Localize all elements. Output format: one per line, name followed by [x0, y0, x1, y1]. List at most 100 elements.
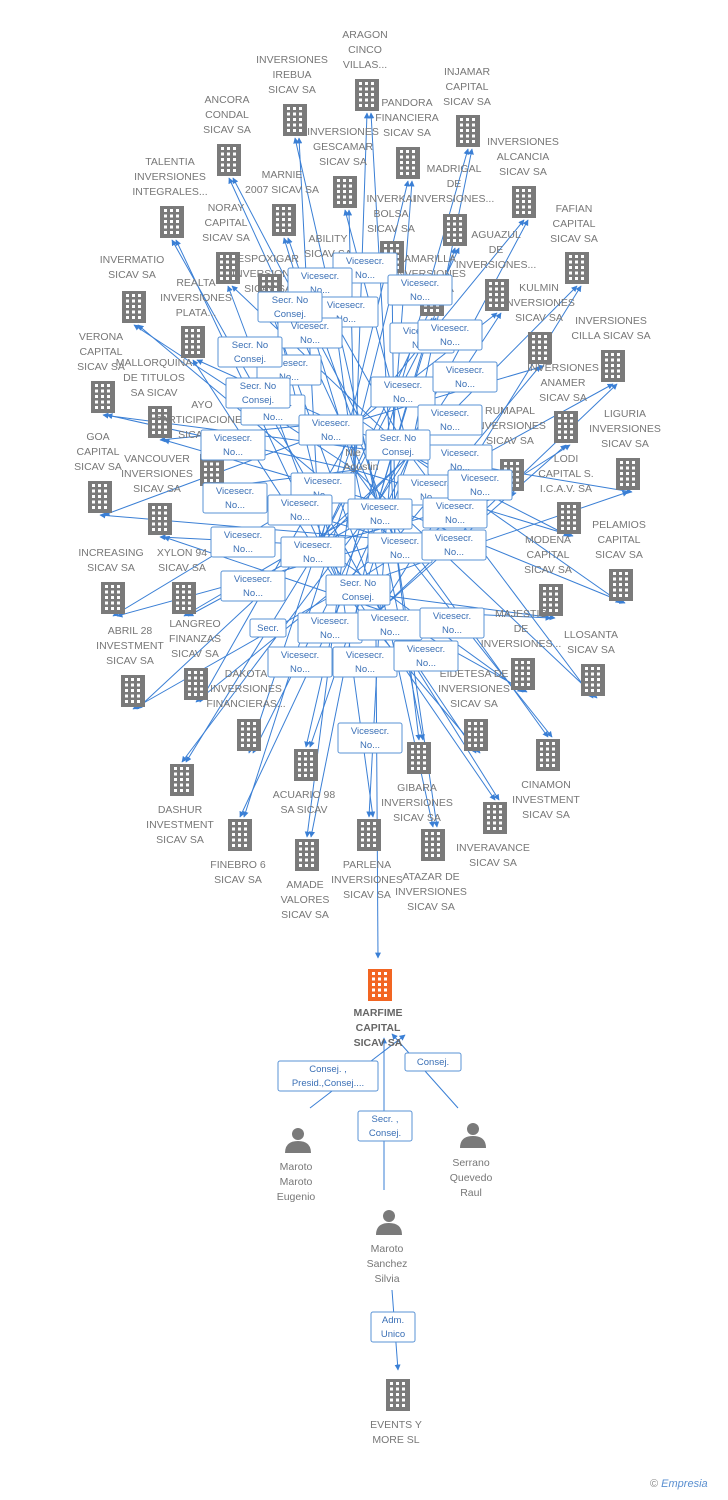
- building-icon[interactable]: [485, 279, 509, 311]
- edge-label-vicesecr[interactable]: Vicesecr.No...: [280, 536, 346, 568]
- building-icon[interactable]: [609, 569, 633, 601]
- edge-label-secr[interactable]: Secr.: [249, 618, 287, 638]
- building-icon[interactable]: [601, 350, 625, 382]
- building-icon[interactable]: [88, 481, 112, 513]
- building-icon[interactable]: [421, 829, 445, 861]
- focus-building-icon[interactable]: [368, 969, 392, 1001]
- building-icon[interactable]: [217, 144, 241, 176]
- label-line: SICAV SA: [214, 874, 262, 886]
- building-icon[interactable]: [539, 584, 563, 616]
- building-icon[interactable]: [565, 252, 589, 284]
- edge-label-vicesecr[interactable]: Vicesecr.No...: [417, 319, 483, 351]
- edge-label-vicesecr[interactable]: Vicesecr.No...: [347, 498, 413, 530]
- label-line: Quevedo: [450, 1172, 493, 1184]
- building-icon[interactable]: [511, 658, 535, 690]
- edge-label-vicesecr[interactable]: Vicesecr.No...: [332, 646, 398, 678]
- label-line: SICAV SA: [133, 483, 181, 495]
- label-line: SICAV SA: [522, 809, 570, 821]
- edge-label-vicesecr[interactable]: Vicesecr.No...: [267, 646, 333, 678]
- building-icon[interactable]: [528, 332, 552, 364]
- edge-label-vicesecr[interactable]: Vicesecr.No...: [422, 497, 488, 529]
- edge-label-vicesecr[interactable]: Vicesecr.No...: [202, 482, 268, 514]
- building-icon[interactable]: [294, 749, 318, 781]
- building-icon[interactable]: [396, 147, 420, 179]
- edge-label-vicesecr[interactable]: Vicesecr.No...: [419, 607, 485, 639]
- building-icon[interactable]: [464, 719, 488, 751]
- edge-label-vicesecr[interactable]: Vicesecr.No...: [387, 274, 453, 306]
- edge-label-text: No...: [223, 447, 243, 458]
- edge-label-text: Vicesecr.: [431, 408, 469, 419]
- building-icon[interactable]: [581, 664, 605, 696]
- edge-label-vicesecr[interactable]: Vicesecr.No...: [432, 361, 498, 393]
- edge-label-vicesecr[interactable]: Vicesecr.No...: [267, 494, 333, 526]
- edge-label-silvia-events-role[interactable]: Adm.Unico: [370, 1311, 416, 1343]
- edge-label-vicesecr[interactable]: Vicesecr.No...: [287, 267, 353, 299]
- building-icon[interactable]: [216, 252, 240, 284]
- edge-label-vicesecr[interactable]: Vicesecr.No...: [370, 376, 436, 408]
- edge-label-vicesecr[interactable]: Vicesecr.No...: [357, 609, 423, 641]
- edge-label-vicesecr[interactable]: Vicesecr.No...: [200, 429, 266, 461]
- building-icon[interactable]: [512, 186, 536, 218]
- hub-label-fragment-1: Nie: [345, 447, 361, 459]
- building-icon[interactable]: [148, 503, 172, 535]
- edge-label-vicesecr[interactable]: Vicesecr.No...: [393, 640, 459, 672]
- label-line: INVERSIONES: [438, 683, 510, 695]
- person-icon[interactable]: [285, 1128, 311, 1153]
- building-icon[interactable]: [355, 79, 379, 111]
- building-icon[interactable]: [456, 115, 480, 147]
- edge-label-vicesecr[interactable]: Vicesecr.No...: [297, 612, 363, 644]
- edge-label-vicesecr[interactable]: Vicesecr.No...: [210, 526, 276, 558]
- label-line: LODI: [554, 453, 579, 465]
- building-icon[interactable]: [407, 742, 431, 774]
- building-icon[interactable]: [170, 764, 194, 796]
- building-icon[interactable]: [333, 176, 357, 208]
- building-icon[interactable]: [283, 104, 307, 136]
- label-line: SICAV SA: [268, 84, 316, 96]
- edge-label-text: Vicesecr.: [371, 613, 409, 624]
- building-icon[interactable]: [228, 819, 252, 851]
- building-icon[interactable]: [386, 1379, 410, 1411]
- building-icon[interactable]: [181, 326, 205, 358]
- edge-label-vicesecr[interactable]: Vicesecr.No...: [220, 570, 286, 602]
- building-icon[interactable]: [554, 411, 578, 443]
- edge-label-silvia-role[interactable]: Secr. ,Consej.: [357, 1110, 413, 1142]
- building-icon[interactable]: [122, 291, 146, 323]
- edge-label-vicesecr[interactable]: Vicesecr.No...: [421, 529, 487, 561]
- building-icon[interactable]: [295, 839, 319, 871]
- building-icon[interactable]: [483, 802, 507, 834]
- building-icon[interactable]: [160, 206, 184, 238]
- person-icon[interactable]: [376, 1210, 402, 1235]
- edge-label-vicesecr[interactable]: Vicesecr.No...: [298, 414, 364, 446]
- person-icon[interactable]: [460, 1123, 486, 1148]
- building-icon[interactable]: [443, 214, 467, 246]
- building-icon[interactable]: [237, 719, 261, 751]
- building-icon[interactable]: [184, 668, 208, 700]
- label-line: MADRIGAL: [427, 163, 482, 175]
- edge-label-vicesecr[interactable]: Vicesecr.No...: [447, 469, 513, 501]
- edge-label-vicesecr[interactable]: Vicesecr.No...: [367, 532, 433, 564]
- building-icon[interactable]: [121, 675, 145, 707]
- building-icon[interactable]: [357, 819, 381, 851]
- edge-label-text: No...: [355, 664, 375, 675]
- building-icon[interactable]: [616, 458, 640, 490]
- edge-label-vicesecr[interactable]: Vicesecr.No...: [417, 404, 483, 436]
- edge-label-raul-role[interactable]: Consej.: [404, 1052, 462, 1072]
- building-icon[interactable]: [557, 502, 581, 534]
- building-icon[interactable]: [536, 739, 560, 771]
- edge-label-vicesecr[interactable]: Vicesecr.No...: [337, 722, 403, 754]
- building-icon[interactable]: [91, 381, 115, 413]
- edge-label-eugenio-role[interactable]: Consej. ,Presid.,Consej....: [277, 1060, 379, 1092]
- brand-logo-text[interactable]: Empresia: [661, 1478, 708, 1490]
- building-icon[interactable]: [172, 582, 196, 614]
- building-icon[interactable]: [148, 406, 172, 438]
- label-line: Agustin: [343, 461, 378, 473]
- building-icon[interactable]: [272, 204, 296, 236]
- label-line: SICAV SA: [319, 156, 367, 168]
- building-icon[interactable]: [101, 582, 125, 614]
